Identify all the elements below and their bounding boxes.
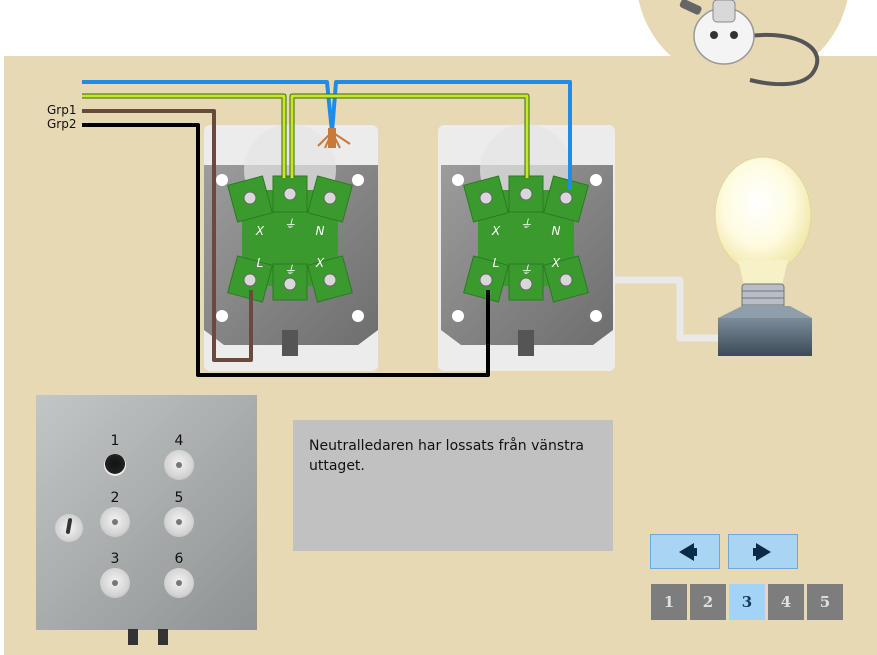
message-text: Neutralledaren har lossats från vänstra … bbox=[309, 438, 584, 474]
socket-label-2: 2 bbox=[110, 490, 120, 506]
socket-5[interactable] bbox=[164, 507, 194, 537]
socket-label-5: 5 bbox=[174, 490, 184, 506]
panel-foot-left bbox=[128, 629, 138, 645]
page-button-3[interactable]: 3 bbox=[729, 584, 765, 620]
screw-icon bbox=[519, 187, 533, 201]
mark-l: L bbox=[257, 256, 264, 270]
mark-l: L bbox=[493, 256, 500, 270]
right-terminal-block: X ⏚ N L ⏚ X bbox=[463, 175, 589, 303]
grp2-label: Grp2 bbox=[47, 117, 77, 131]
screw-icon bbox=[323, 191, 337, 205]
panel-foot-right bbox=[158, 629, 168, 645]
socket-4[interactable] bbox=[164, 450, 194, 480]
arrow-right-icon bbox=[753, 543, 771, 561]
plug-icon[interactable] bbox=[679, 0, 820, 87]
earth-symbol-icon: ⏚ bbox=[284, 263, 296, 277]
socket-2[interactable] bbox=[100, 507, 130, 537]
neutral-wire-right bbox=[330, 80, 572, 190]
earth-symbol-icon: ⏚ bbox=[284, 217, 296, 231]
arrow-left-icon bbox=[679, 543, 697, 561]
screw-icon bbox=[323, 273, 337, 287]
message-box: Neutralledaren har lossats från vänstra … bbox=[293, 420, 613, 551]
next-button[interactable] bbox=[728, 534, 798, 569]
lamp-cable bbox=[615, 276, 720, 342]
socket-label-3: 3 bbox=[110, 551, 120, 567]
page-button-5[interactable]: 5 bbox=[807, 584, 843, 620]
mark-n: N bbox=[552, 224, 561, 238]
socket-1[interactable] bbox=[104, 454, 126, 476]
phase-grp1-wire bbox=[82, 109, 253, 362]
screw-icon bbox=[283, 277, 297, 291]
screw-icon bbox=[559, 273, 573, 287]
neutral-wire bbox=[82, 80, 334, 133]
socket-3[interactable] bbox=[100, 568, 130, 598]
lamp-bulb-icon bbox=[714, 156, 812, 356]
page-button-2[interactable]: 2 bbox=[690, 584, 726, 620]
page-button-1[interactable]: 1 bbox=[651, 584, 687, 620]
phase-grp2-wire bbox=[82, 123, 490, 377]
screw-icon bbox=[243, 273, 257, 287]
fuse-panel bbox=[36, 395, 257, 630]
mark-x: X bbox=[551, 256, 561, 270]
screw-icon bbox=[243, 191, 257, 205]
prev-button[interactable] bbox=[650, 534, 720, 569]
socket-6[interactable] bbox=[164, 568, 194, 598]
socket-label-6: 6 bbox=[174, 551, 184, 567]
screw-icon bbox=[559, 191, 573, 205]
panel-knob-icon[interactable] bbox=[55, 514, 83, 542]
screw-icon bbox=[519, 277, 533, 291]
screw-icon bbox=[479, 191, 493, 205]
mark-x: X bbox=[491, 224, 501, 238]
mark-x: X bbox=[315, 256, 325, 270]
left-terminal-block: X ⏚ N L ⏚ X bbox=[227, 175, 353, 303]
screw-icon bbox=[479, 273, 493, 287]
earth-symbol-icon: ⏚ bbox=[520, 263, 532, 277]
page-button-4[interactable]: 4 bbox=[768, 584, 804, 620]
screw-icon bbox=[283, 187, 297, 201]
grp1-label: Grp1 bbox=[47, 103, 77, 117]
earth-symbol-icon: ⏚ bbox=[520, 217, 532, 231]
mark-x: X bbox=[255, 224, 265, 238]
socket-label-4: 4 bbox=[174, 433, 184, 449]
socket-label-1: 1 bbox=[110, 433, 120, 449]
wires bbox=[82, 80, 720, 377]
mark-n: N bbox=[316, 224, 325, 238]
